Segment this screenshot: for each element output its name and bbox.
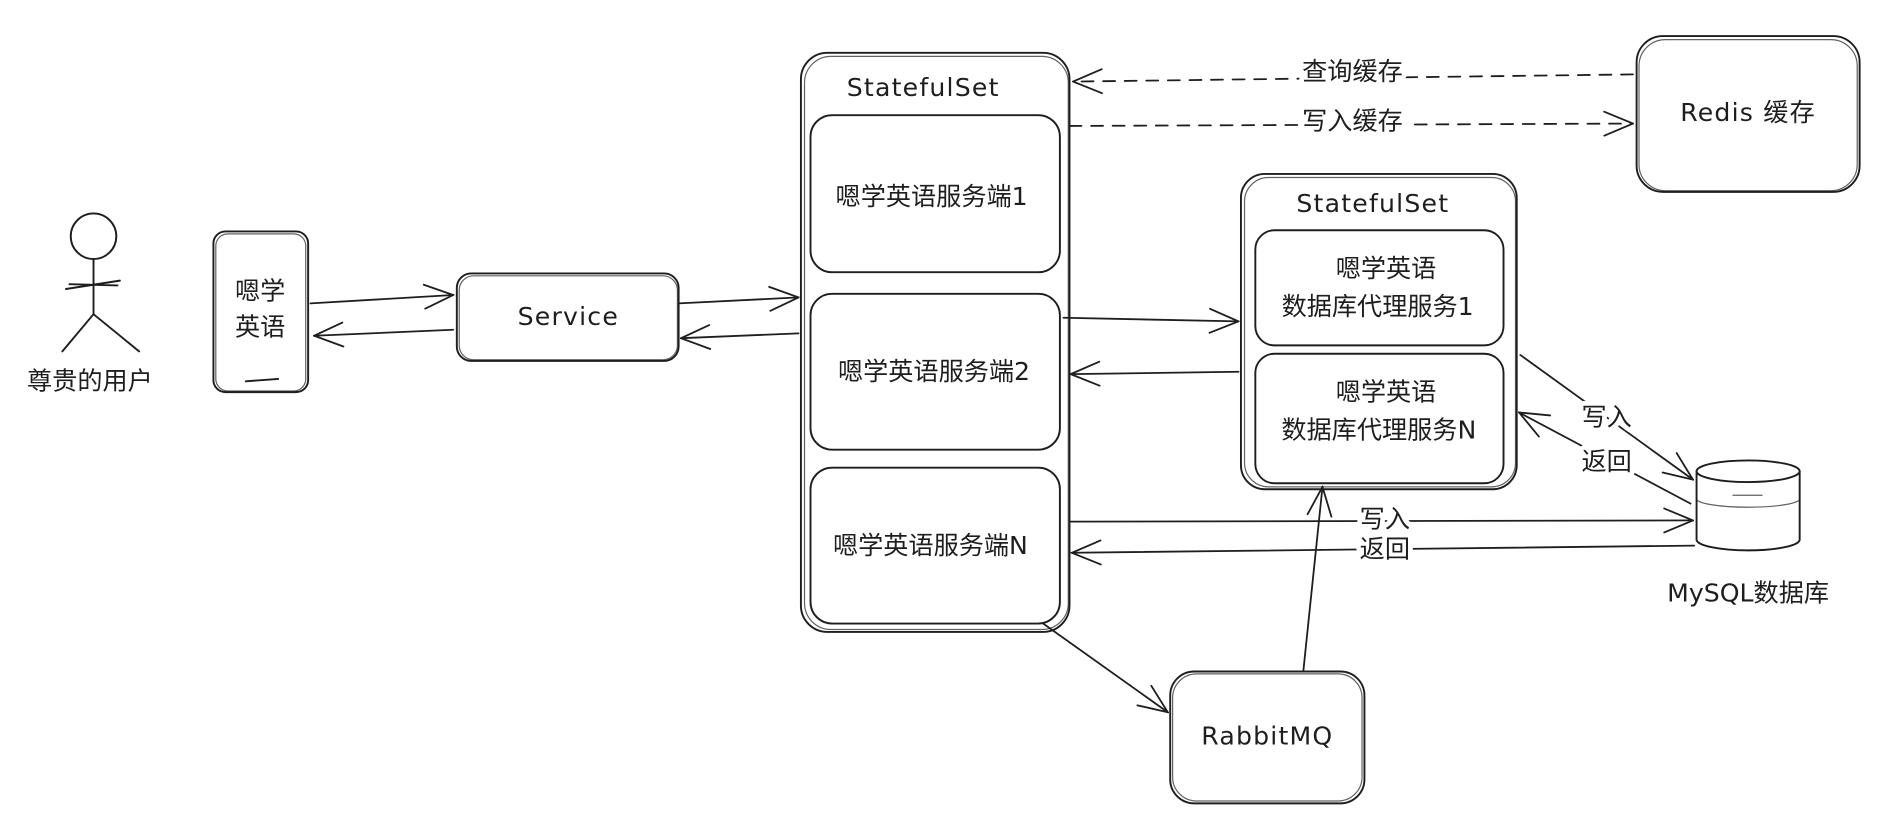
app-home-bar [244, 377, 280, 383]
user-actor: 尊贵的用户 [27, 212, 153, 396]
edge-db-return-server [1072, 546, 1696, 553]
user-head [69, 212, 118, 260]
server-pod-2-label: 嗯学英语服务端2 [838, 357, 1030, 386]
proxy-pod-1-box [1254, 229, 1505, 347]
server-statefulset: StatefulSet 嗯学英语服务端1 嗯学英语服务端2 嗯学英语服务端N [799, 51, 1071, 633]
server-pod-2: 嗯学英语服务端2 [809, 292, 1061, 451]
edge-app-to-service [309, 295, 454, 303]
rabbitmq-label: RabbitMQ [1201, 721, 1333, 750]
edge-db-return-proxy-label: 返回 [1581, 447, 1631, 476]
edge-rabbitmq-to-proxy [1302, 487, 1322, 673]
rabbitmq-box [1169, 670, 1366, 805]
app-label-line1: 嗯学 [235, 277, 285, 306]
mysql-cylinder-top [1695, 459, 1801, 484]
proxy-statefulset-label: StatefulSet [1296, 189, 1449, 218]
rabbitmq-node: RabbitMQ [1169, 670, 1366, 805]
service-box [455, 272, 680, 362]
proxy-statefulset-box [1239, 172, 1518, 491]
edge-server-to-rabbitmq [1042, 622, 1168, 713]
app-phone-frame [212, 230, 310, 394]
service-node: Service [455, 272, 680, 362]
app-label-line2: 英语 [235, 313, 285, 342]
edge-proxy-to-server [1071, 372, 1240, 374]
server-statefulset-label: StatefulSet [847, 73, 1000, 102]
server-statefulset-box [799, 51, 1071, 633]
server-pod-n-box [809, 466, 1061, 625]
mysql-label: MySQL数据库 [1667, 579, 1829, 608]
edge-server-write-db-label: 写入 [1360, 504, 1410, 533]
edge-service-to-statefulset [677, 297, 799, 303]
proxy-pod-1-line2: 数据库代理服务1 [1282, 292, 1474, 321]
server-pod-1-box [809, 114, 1061, 274]
service-label: Service [518, 302, 619, 331]
proxy-pod-n-line2: 数据库代理服务N [1281, 416, 1476, 445]
edge-server-to-proxy [1062, 318, 1238, 322]
server-pod-1: 嗯学英语服务端1 [809, 114, 1061, 274]
edge-statefulset-to-service [681, 333, 800, 338]
server-pod-2-box [809, 292, 1061, 451]
user-label: 尊贵的用户 [27, 367, 153, 396]
edge-server-write-db [1069, 520, 1693, 521]
server-pod-n: 嗯学英语服务端N [809, 466, 1061, 625]
edge-proxy-write-db [1519, 354, 1693, 480]
server-pod-n-label: 嗯学英语服务端N [833, 531, 1028, 560]
edge-query-cache [1073, 74, 1634, 81]
user-arms [64, 279, 121, 290]
redis-node: Redis 缓存 [1635, 35, 1861, 193]
edge-write-cache-label: 写入缓存 [1302, 106, 1403, 135]
redis-label: Redis 缓存 [1680, 98, 1816, 127]
edge-write-cache [1068, 124, 1633, 126]
proxy-statefulset: StatefulSet 嗯学英语 数据库代理服务1 嗯学英语 数据库代理服务N [1239, 172, 1518, 491]
proxy-pod-1-line1: 嗯学英语 [1336, 254, 1437, 283]
edge-db-return-server-label: 返回 [1360, 534, 1410, 563]
edge-query-cache-label: 查询缓存 [1302, 57, 1403, 86]
mysql-node: MySQL数据库 [1667, 459, 1829, 608]
server-pod-1-label: 嗯学英语服务端1 [836, 182, 1028, 211]
proxy-pod-n: 嗯学英语 数据库代理服务N [1254, 352, 1505, 485]
edge-proxy-write-db-label: 写入 [1581, 402, 1631, 431]
proxy-pod-n-line1: 嗯学英语 [1336, 377, 1437, 406]
redis-box [1635, 35, 1861, 193]
user-legs [61, 313, 141, 353]
mysql-cylinder-icon [1695, 470, 1801, 552]
edge-db-return-proxy [1519, 413, 1692, 505]
proxy-pod-1: 嗯学英语 数据库代理服务1 [1254, 229, 1505, 347]
app-client: 嗯学 英语 [212, 230, 310, 394]
proxy-pod-n-box [1254, 352, 1505, 485]
edge-service-to-app [314, 330, 455, 336]
